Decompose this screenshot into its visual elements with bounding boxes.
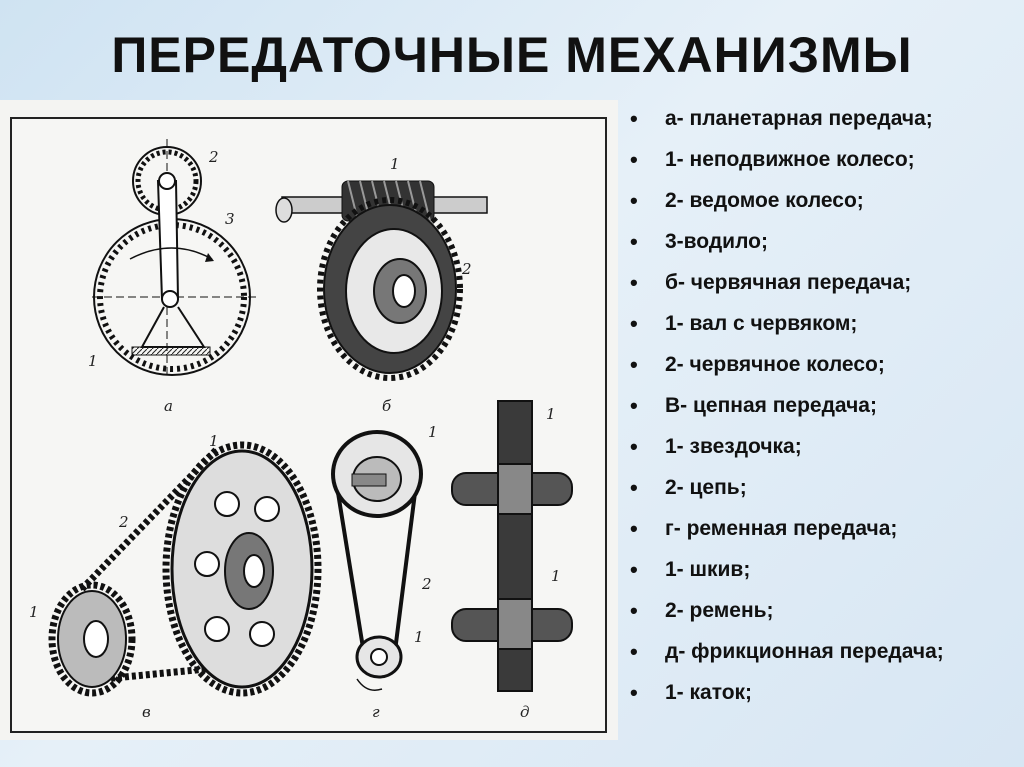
bullet: • (630, 106, 638, 131)
list-item-text: 1- звездочка; (665, 435, 802, 458)
list-item: • 2- червячное колесо; (630, 344, 1020, 385)
list-item-text: В- цепная передача; (665, 394, 877, 417)
bullet: • (630, 311, 638, 336)
list-item-text: а- планетарная передача; (665, 107, 933, 130)
list-item: • 2- цепь; (630, 467, 1020, 508)
label-friction-1b: 1 (551, 567, 561, 585)
list-item: • 3-водило; (630, 221, 1020, 262)
legend-list: • а- планетарная передача; • 1- неподвижно… (630, 98, 1020, 713)
label-belt-2: 2 (421, 575, 432, 593)
belt-drive-drawing: 1 2 1 г (331, 423, 438, 721)
bullet: • (630, 680, 638, 705)
list-item: • б- червячная передача; (630, 262, 1020, 303)
list-item-text: 1- вал с червяком; (665, 312, 858, 335)
list-item: • В- цепная передача; (630, 385, 1020, 426)
list-item-text: 1- шкив; (665, 558, 751, 581)
label-a: а (164, 397, 173, 415)
list-item-text: г- ременная передача; (665, 517, 898, 540)
list-item-text: д- фрикционная передача; (665, 640, 944, 663)
label-v: в (142, 703, 151, 721)
list-item: • д- фрикционная передача; (630, 631, 1020, 672)
list-item: • 2- ведомое колесо; (630, 180, 1020, 221)
bullet: • (630, 393, 638, 418)
list-item-text: б- червячная передача; (665, 271, 912, 294)
slide-title: ПЕРЕДАТОЧНЫЕ МЕХАНИЗМЫ (111, 27, 913, 83)
list-item-text: 3-водило; (665, 230, 768, 253)
bullet: • (630, 352, 638, 377)
list-item: • 1- звездочка; (630, 426, 1020, 467)
label-worm-1: 1 (390, 155, 400, 173)
list-item: • 1- каток; (630, 672, 1020, 713)
label-chain-2: 2 (118, 513, 129, 531)
bullet: • (630, 229, 638, 254)
label-chain-1b: 1 (29, 603, 39, 621)
worm-gear-drawing: 1 2 б (275, 155, 488, 415)
label-planetary-2: 2 (208, 148, 219, 166)
list-item: • а- планетарная передача; (630, 98, 1020, 139)
mechanisms-figure: 2 3 1 а 1 2 б (10, 117, 607, 733)
bullet: • (630, 639, 638, 664)
bullet: • (630, 270, 638, 295)
list-item-text: 2- ремень; (665, 599, 774, 622)
friction-drive-drawing: 1 1 д (451, 400, 573, 721)
list-item-text: 1- неподвижное колесо; (665, 148, 915, 171)
label-worm-2: 2 (461, 260, 472, 278)
bullet: • (630, 598, 638, 623)
label-belt-1b: 1 (414, 628, 424, 646)
list-item: • г- ременная передача; (630, 508, 1020, 549)
label-belt-1: 1 (428, 423, 438, 441)
planetary-gear-drawing: 2 3 1 а (88, 139, 257, 415)
label-planetary-3: 3 (225, 210, 235, 228)
bullet: • (630, 475, 638, 500)
label-planetary-1: 1 (88, 352, 98, 370)
label-d: д (520, 703, 530, 721)
label-b: б (382, 397, 392, 415)
list-item-text: 1- каток; (665, 681, 753, 704)
bullet: • (630, 516, 638, 541)
list-item: • 1- шкив; (630, 549, 1020, 590)
list-item: • 2- ремень; (630, 590, 1020, 631)
list-item-text: 2- ведомое колесо; (665, 189, 864, 212)
label-friction-1: 1 (546, 405, 556, 423)
list-item: • 1- неподвижное колесо; (630, 139, 1020, 180)
label-g: г (372, 703, 380, 721)
list-item-text: 2- червячное колесо; (665, 353, 885, 376)
list-item: • 1- вал с червяком; (630, 303, 1020, 344)
list-item-text: 2- цепь; (665, 476, 747, 499)
mechanisms-drawing: 2 3 1 а 1 2 б (29, 139, 573, 721)
chain-drive-drawing: 1 2 1 в (29, 432, 322, 721)
bullet: • (630, 188, 638, 213)
bullet: • (630, 557, 638, 582)
label-chain-1: 1 (209, 432, 219, 450)
figure-panel: 2 3 1 а 1 2 б (0, 100, 618, 740)
bullet: • (630, 434, 638, 459)
bullet: • (630, 147, 638, 172)
